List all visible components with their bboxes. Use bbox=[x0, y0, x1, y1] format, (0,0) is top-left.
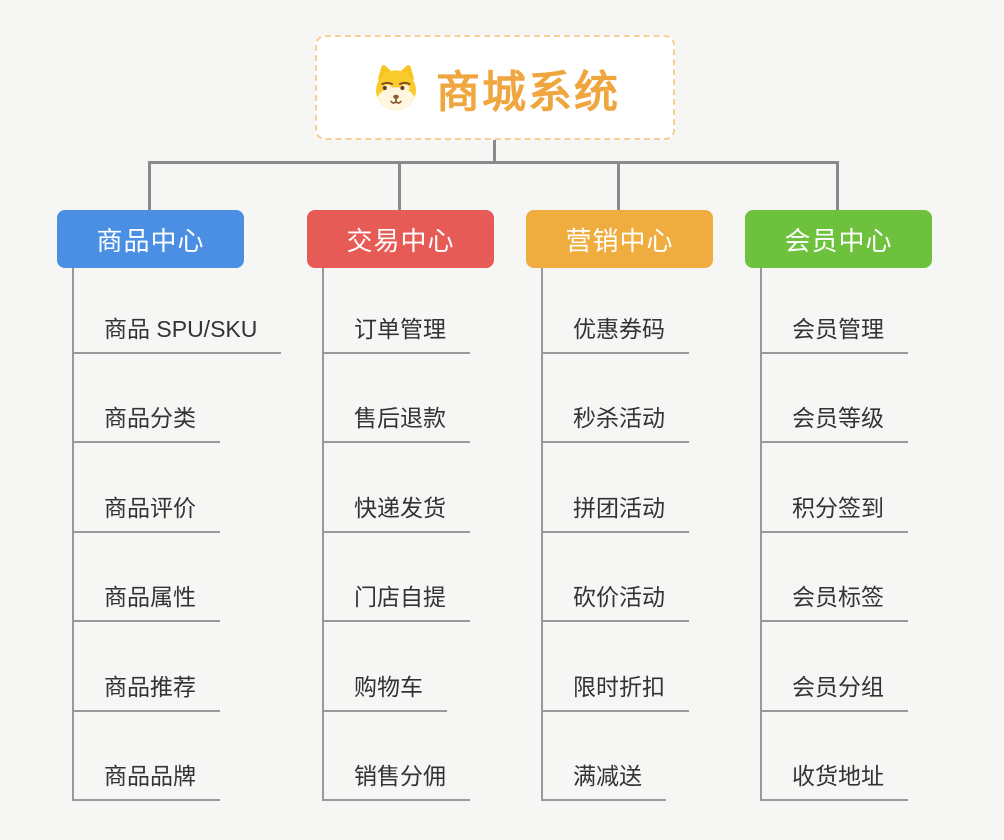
leaf-node[interactable]: 秒杀活动 bbox=[541, 401, 689, 443]
leaf-node[interactable]: 砍价活动 bbox=[541, 580, 689, 622]
branch-column-trade: 订单管理 售后退款 快递发货 门店自提 购物车 销售分佣 bbox=[322, 268, 562, 803]
leaf-node[interactable]: 积分签到 bbox=[760, 491, 908, 533]
leaf-node[interactable]: 商品分类 bbox=[72, 401, 220, 443]
leaf-node[interactable]: 快递发货 bbox=[322, 491, 470, 533]
branch-node-members[interactable]: 会员中心 bbox=[745, 210, 932, 268]
branch-column-marketing: 优惠券码 秒杀活动 拼团活动 砍价活动 限时折扣 满减送 bbox=[541, 268, 781, 803]
leaf-node[interactable]: 购物车 bbox=[322, 670, 447, 712]
leaf-node[interactable]: 商品属性 bbox=[72, 580, 220, 622]
connector-drop-trade bbox=[398, 161, 401, 210]
leaf-node[interactable]: 优惠券码 bbox=[541, 312, 689, 354]
branch-node-marketing[interactable]: 营销中心 bbox=[526, 210, 713, 268]
branch-node-products[interactable]: 商品中心 bbox=[57, 210, 244, 268]
leaf-node[interactable]: 限时折扣 bbox=[541, 670, 689, 712]
branch-column-members: 会员管理 会员等级 积分签到 会员标签 会员分组 收货地址 bbox=[760, 268, 1000, 803]
root-title: 商城系统 bbox=[436, 67, 620, 117]
leaf-node[interactable]: 会员管理 bbox=[760, 312, 908, 354]
leaf-node[interactable]: 商品推荐 bbox=[72, 670, 220, 712]
connector-drop-products bbox=[148, 161, 151, 210]
connector-root-stem bbox=[493, 140, 496, 164]
connector-drop-marketing bbox=[617, 161, 620, 210]
leaf-node[interactable]: 售后退款 bbox=[322, 401, 470, 443]
connector-column-line bbox=[541, 268, 543, 801]
leaf-node[interactable]: 商品评价 bbox=[72, 491, 220, 533]
branch-column-products: 商品 SPU/SKU 商品分类 商品评价 商品属性 商品推荐 商品品牌 bbox=[72, 268, 312, 803]
connector-column-line bbox=[322, 268, 324, 801]
leaf-node[interactable]: 收货地址 bbox=[760, 759, 908, 801]
leaf-node[interactable]: 会员等级 bbox=[760, 401, 908, 443]
leaf-node[interactable]: 门店自提 bbox=[322, 580, 470, 622]
leaf-node[interactable]: 商品 SPU/SKU bbox=[72, 312, 282, 354]
connector-drop-members bbox=[836, 161, 839, 210]
leaf-node[interactable]: 拼团活动 bbox=[541, 491, 689, 533]
connector-column-line bbox=[760, 268, 762, 801]
connector-column-line bbox=[72, 268, 74, 801]
leaf-node[interactable]: 商品品牌 bbox=[72, 759, 220, 801]
leaf-node[interactable]: 会员分组 bbox=[760, 670, 908, 712]
leaf-node[interactable]: 满减送 bbox=[541, 759, 666, 801]
leaf-node[interactable]: 销售分佣 bbox=[322, 759, 470, 801]
leaf-node[interactable]: 订单管理 bbox=[322, 312, 470, 354]
root-node[interactable]: 商城系统 bbox=[315, 35, 675, 140]
dog-face-icon bbox=[376, 64, 416, 110]
branch-node-trade[interactable]: 交易中心 bbox=[307, 210, 494, 268]
leaf-node[interactable]: 会员标签 bbox=[760, 580, 908, 622]
connector-bus bbox=[148, 161, 839, 164]
